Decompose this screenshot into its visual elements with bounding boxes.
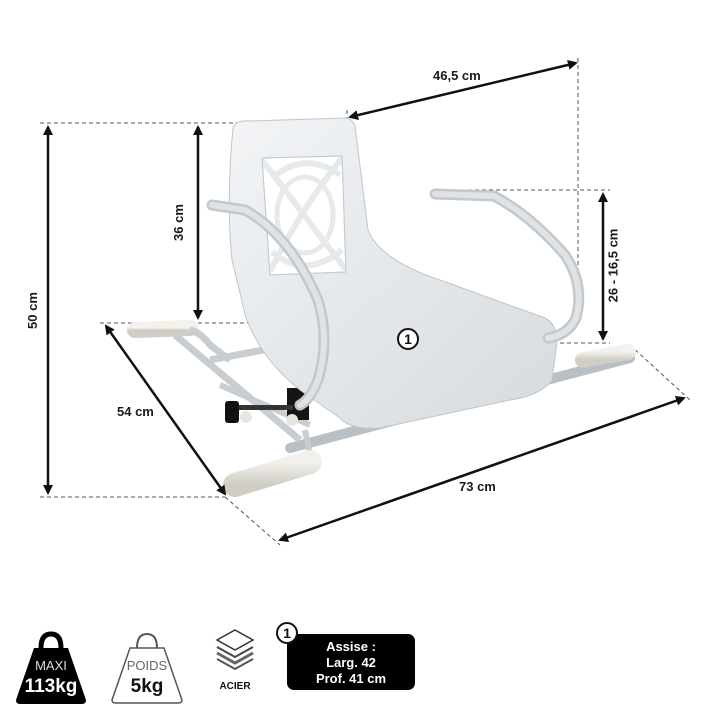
- seat-dimensions-badge: Assise : Larg. 42 Prof. 41 cm: [287, 634, 415, 690]
- seat-marker: 1: [397, 328, 419, 350]
- max-load-top: MAXI: [35, 658, 67, 673]
- armrests: [206, 188, 585, 411]
- depth-label: 54 cm: [117, 404, 154, 419]
- seat-badge-number: 1: [276, 622, 298, 644]
- weight-badge: POIDS 5kg: [108, 628, 186, 704]
- length-label: 73 cm: [459, 479, 496, 494]
- dimension-arrows: [43, 59, 686, 543]
- seat-depth: Prof. 41 cm: [315, 671, 387, 686]
- layers-icon: [215, 629, 255, 671]
- seat-shell: [228, 117, 558, 429]
- armrest-height-label: 26 - 16,5 cm: [605, 228, 621, 303]
- weight-value: 5kg: [130, 676, 164, 697]
- max-load-value: 113kg: [24, 676, 78, 697]
- weight-outline-icon: [111, 632, 183, 704]
- seat-width-label: 46,5 cm: [433, 68, 481, 83]
- max-load-badge: MAXI 113kg: [12, 628, 90, 704]
- backrest-height-label: 36 cm: [170, 204, 186, 241]
- chair-drawing: [40, 58, 691, 546]
- seat-width: Larg. 42: [326, 655, 376, 670]
- material-label: ACIER: [219, 681, 251, 692]
- total-height-label: 50 cm: [24, 292, 40, 329]
- seat-title: Assise :: [326, 639, 376, 654]
- weight-solid-icon: [16, 631, 86, 704]
- material-badge: ACIER: [205, 628, 265, 692]
- weight-top: POIDS: [126, 658, 168, 673]
- spec-badges: MAXI 113kg POIDS 5kg ACIER Assise : L: [0, 620, 720, 710]
